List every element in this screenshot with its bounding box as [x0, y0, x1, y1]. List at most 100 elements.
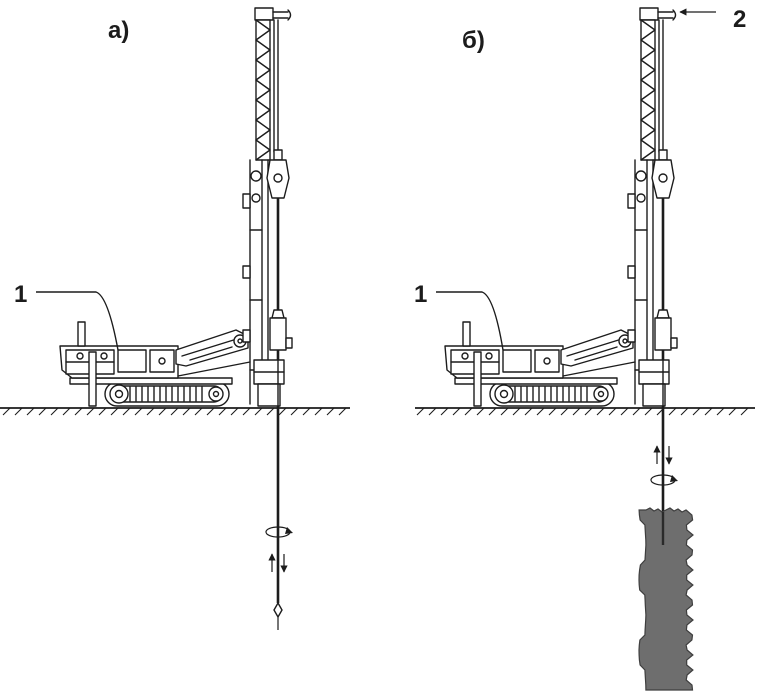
mast-foot	[253, 359, 285, 407]
hatch-mark	[266, 407, 275, 416]
callout-top: 2	[733, 6, 746, 33]
mast-crown	[639, 7, 659, 21]
hatch-mark	[728, 407, 737, 416]
mast-boom	[175, 329, 251, 377]
hatch-mark	[290, 407, 299, 416]
hatch-mark	[716, 407, 725, 416]
hatch-mark	[680, 407, 689, 416]
drilling-rig	[59, 7, 293, 410]
hatch-mark	[692, 407, 701, 416]
exhaust-pipe	[462, 321, 471, 347]
leader-line-rig-b	[436, 291, 504, 351]
drilling-rig-b	[444, 7, 678, 410]
mast	[242, 7, 292, 405]
exhaust-pipe	[77, 321, 86, 347]
hatch-mark	[278, 407, 287, 416]
pulley	[636, 193, 646, 203]
hatch-mark	[704, 407, 713, 416]
machine-body	[59, 321, 179, 379]
hatch-mark	[548, 407, 557, 416]
hatch-mark	[38, 407, 47, 416]
drill-bit	[273, 601, 283, 619]
hatch-mark	[254, 407, 263, 416]
soilcrete-column	[638, 507, 694, 691]
hatch-mark	[428, 407, 437, 416]
hatch-mark	[572, 407, 581, 416]
rotation-icon	[650, 474, 678, 486]
pulley	[635, 170, 647, 182]
hatch-mark	[26, 407, 35, 416]
hatch-mark	[338, 407, 347, 416]
panel-a: а)	[0, 7, 350, 630]
stabilizer-leg	[88, 351, 97, 407]
hatch-mark	[182, 407, 191, 416]
hatch-mark	[584, 407, 593, 416]
hatch-mark	[230, 407, 239, 416]
hatch-mark	[122, 407, 131, 416]
ground-hatching-b	[416, 407, 749, 416]
hatch-mark	[476, 407, 485, 416]
rotation-icon	[265, 526, 293, 538]
callout-rig-a: 1	[14, 281, 27, 308]
hatch-mark	[536, 407, 545, 416]
hatch-mark	[644, 407, 653, 416]
up-down-arrows-icon	[653, 445, 673, 465]
hatch-mark	[632, 407, 641, 416]
hatch-mark	[14, 407, 23, 416]
hatch-mark	[596, 407, 605, 416]
up-down-arrows-icon	[268, 553, 288, 573]
hatch-mark	[608, 407, 617, 416]
mast-crown	[254, 7, 274, 21]
hatch-mark	[170, 407, 179, 416]
hatch-mark	[62, 407, 71, 416]
mast-boom	[560, 329, 636, 377]
hatch-mark	[560, 407, 569, 416]
hatch-mark	[158, 407, 167, 416]
hatch-mark	[242, 407, 251, 416]
hatch-mark	[146, 407, 155, 416]
hatch-mark	[500, 407, 509, 416]
hatch-mark	[620, 407, 629, 416]
hatch-mark	[314, 407, 323, 416]
mast-foot	[638, 359, 670, 407]
hatch-mark	[218, 407, 227, 416]
hatch-mark	[98, 407, 107, 416]
pulley	[250, 170, 262, 182]
rod-guide-clamp	[269, 309, 293, 351]
hatch-mark	[2, 407, 11, 416]
stabilizer-leg	[473, 351, 482, 407]
hatch-mark	[206, 407, 215, 416]
hatch-mark	[86, 407, 95, 416]
hatch-mark	[74, 407, 83, 416]
machine-body	[444, 321, 564, 379]
hatch-mark	[326, 407, 335, 416]
hatch-mark	[668, 407, 677, 416]
hatch-mark	[134, 407, 143, 416]
hatch-mark	[512, 407, 521, 416]
panel-a-label: а)	[108, 17, 129, 44]
hatch-mark	[110, 407, 119, 416]
drill-string-underground-a	[265, 408, 293, 630]
hatch-mark	[194, 407, 203, 416]
crawler-track	[489, 381, 615, 407]
hatch-mark	[524, 407, 533, 416]
ground-hatching-a	[2, 407, 347, 416]
rod-guide-clamp	[654, 309, 678, 351]
hatch-mark	[452, 407, 461, 416]
leader-line-rig-a	[36, 291, 119, 351]
hatch-mark	[50, 407, 59, 416]
hatch-mark	[440, 407, 449, 416]
callout-rig-b: 1	[414, 281, 427, 308]
rotary-head	[651, 149, 675, 199]
hatch-mark	[302, 407, 311, 416]
rig-slot	[444, 7, 678, 410]
panel-b: б)	[414, 6, 755, 691]
drill-string-underground-b	[638, 408, 694, 691]
hatch-mark	[488, 407, 497, 416]
rotary-head	[266, 149, 290, 199]
hatch-mark	[416, 407, 425, 416]
crawler-track	[104, 381, 230, 407]
pulley	[251, 193, 261, 203]
panel-b-label: б)	[462, 27, 485, 54]
